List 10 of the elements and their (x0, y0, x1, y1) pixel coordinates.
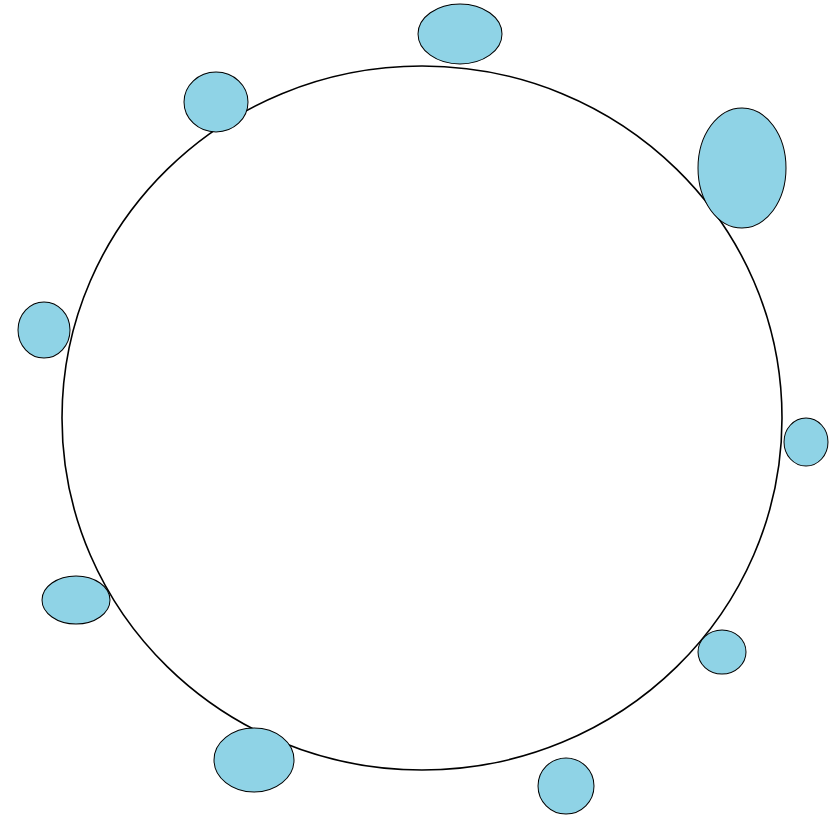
small-ellipse (697, 629, 747, 675)
small-ellipse (783, 417, 829, 467)
small-ellipse (697, 107, 787, 229)
small-ellipse (213, 727, 295, 793)
small-ellipse (183, 71, 249, 133)
small-ellipse (41, 575, 111, 625)
big-circle (61, 65, 783, 771)
small-ellipse (417, 3, 503, 65)
small-ellipse (537, 757, 595, 815)
small-ellipse (17, 301, 71, 359)
